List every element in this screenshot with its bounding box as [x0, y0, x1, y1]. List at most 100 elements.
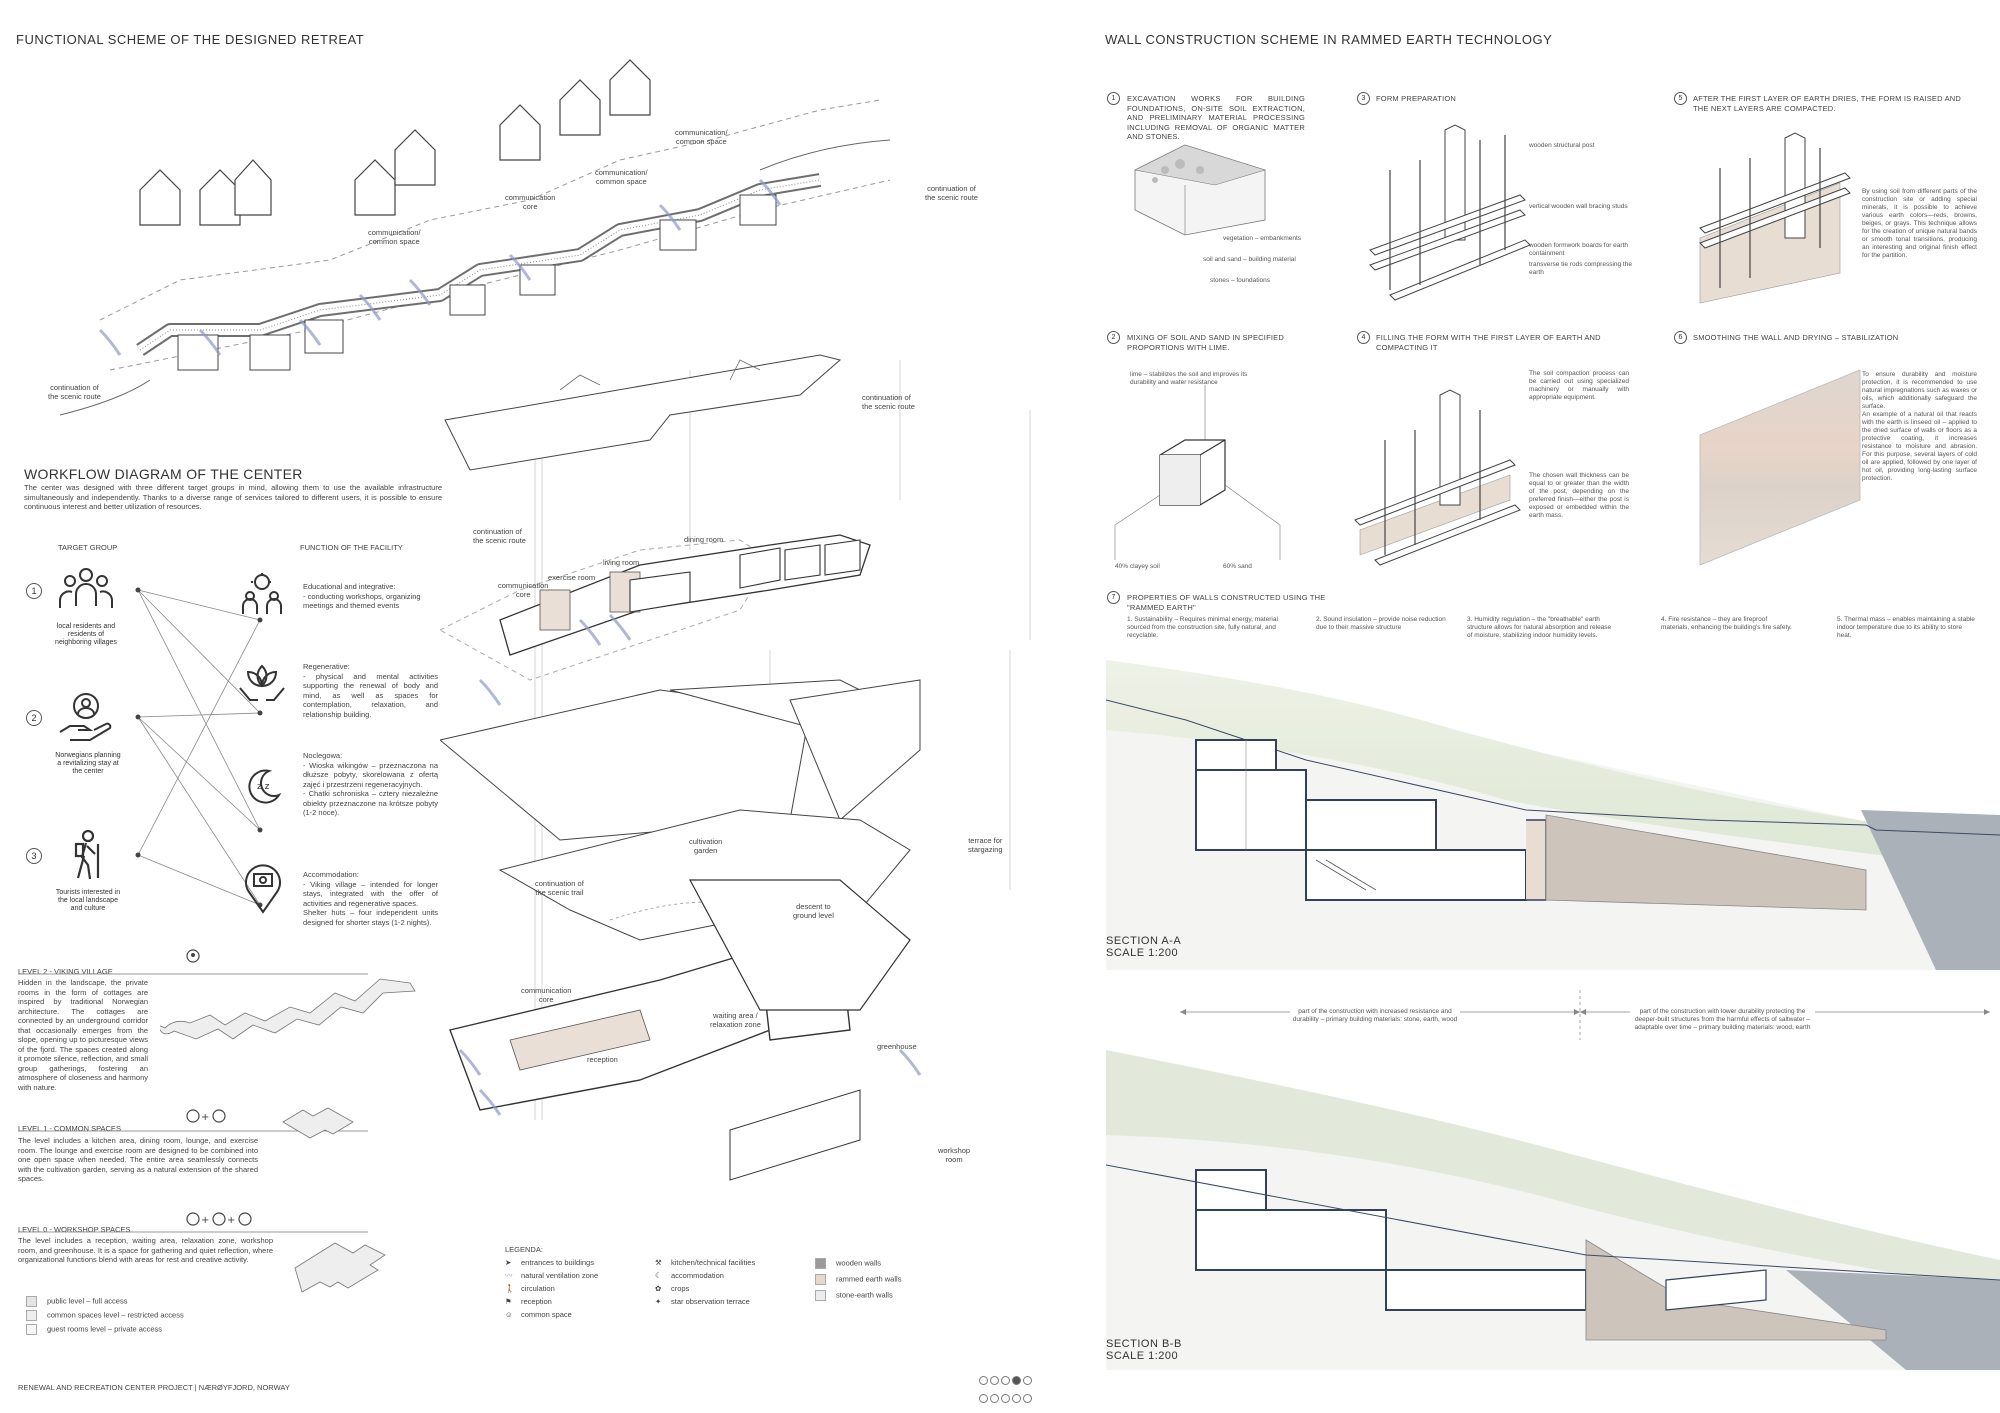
step-4-title: FILLING THE FORM WITH THE FIRST LAYER OF… [1376, 333, 1601, 352]
step-5-number: 5 [1674, 92, 1687, 105]
common-label: common spaces level – restricted access [47, 1310, 184, 1320]
legend-item-rammed: rammed earth walls [815, 1274, 925, 1285]
people-group-icon [59, 568, 113, 608]
group-1-label: local residents and residents of neighbo… [55, 623, 117, 646]
axo-label-comm-core-2: communication core [521, 986, 572, 1004]
step-1-title: EXCAVATION WORKS FOR BUILDING FOUNDATION… [1127, 94, 1305, 141]
label-scenic-route-right: continuation of the scenic route [925, 184, 978, 202]
page-dot[interactable] [990, 1376, 999, 1385]
workflow-connections [135, 587, 263, 908]
step-3-label-boards: wooden formwork boards for earth contain… [1529, 242, 1628, 257]
functional-scheme-drawing [60, 59, 891, 416]
page-dot[interactable] [979, 1394, 988, 1403]
page-dot[interactable] [1001, 1394, 1010, 1403]
guest-label: guest rooms level – private access [47, 1324, 163, 1334]
workshop-people-icon [242, 573, 282, 614]
star-icon: ✦ [655, 1297, 662, 1306]
target-group-header: TARGET GROUP [58, 543, 118, 552]
step-1-label-stones: stones – foundations [1210, 277, 1270, 284]
step-3-title: FORM PREPARATION [1376, 94, 1457, 103]
label-common-space-1: communication/ common space [368, 228, 421, 246]
legend-item-common: ☺common space [505, 1310, 635, 1319]
step-2-label-lime: lime – stabilizes the soil and improves … [1130, 371, 1248, 386]
level-0-line [18, 1231, 368, 1233]
workflow-intro: The center was designed with three diffe… [24, 483, 442, 511]
form-preparation-drawing [1369, 124, 1531, 301]
axo-label-exercise-room: exercise room [548, 573, 596, 582]
access-legend-item-public: public level – full access [26, 1296, 184, 1307]
access-legend-item-guest: guest rooms level – private access [26, 1324, 184, 1335]
guest-swatch [26, 1324, 37, 1335]
page-dot[interactable] [1012, 1394, 1021, 1403]
step-6-number: 6 [1674, 331, 1687, 344]
access-legend: public level – full access common spaces… [26, 1296, 184, 1335]
page-dot[interactable] [990, 1394, 999, 1403]
wall-construction-title: WALL CONSTRUCTION SCHEME IN RAMMED EARTH… [1105, 32, 1553, 47]
page-indicator [978, 1372, 1038, 1408]
group-3-label: Tourists interested in the local landsca… [55, 889, 121, 912]
section-a-scale: SCALE 1:200 [1106, 947, 1179, 959]
walker-icon: 🚶 [505, 1284, 515, 1293]
function-1-text: Educational and integrative: - conductin… [303, 582, 421, 610]
layered-form-drawing [1699, 132, 1851, 304]
wooden-swatch [815, 1258, 826, 1269]
svg-text:+: + [227, 1215, 235, 1226]
property-3: 3. Humidity regulation – the "breathable… [1467, 616, 1612, 639]
legend-item-ventilation: 〰natural ventilation zone [505, 1271, 635, 1280]
finished-wall-drawing [1699, 369, 1861, 566]
level-0-text: The level includes a reception, waiting … [18, 1236, 273, 1264]
level-2-title: LEVEL 2 - VIKING VILLAGE [18, 967, 113, 976]
page-dot[interactable] [1012, 1376, 1021, 1385]
public-swatch [26, 1296, 37, 1307]
step-2-label-sand: 60% sand [1223, 563, 1252, 570]
tools-icon: ⚒ [655, 1258, 662, 1267]
level-0-plan [294, 1242, 386, 1293]
legend-star-label: star observation terrace [671, 1297, 750, 1306]
page-dot[interactable] [979, 1376, 988, 1385]
section-a-label: SECTION A-A [1106, 935, 1182, 947]
step-2-title: MIXING OF SOIL AND SAND IN SPECIFIED PRO… [1127, 333, 1284, 352]
axo-label-scenic-trail: continuation of the scenic trail [535, 879, 584, 897]
level-1-icon: + [186, 1109, 226, 1123]
step-1-label-soil: soil and sand – building material [1203, 256, 1296, 263]
function-header: FUNCTION OF THE FACILITY [300, 543, 403, 552]
function-3-text: Noclegowa: - Wioska wikingów – przeznacz… [303, 751, 438, 817]
label-common-space-2: communication/ common space [595, 168, 648, 186]
level-0-title: LEVEL 0 - WORKSHOP SPACES [18, 1225, 131, 1234]
legend-item-accommodation: ☾ accommodation [655, 1271, 795, 1280]
legend-accommodation-label: accommodation [671, 1271, 724, 1280]
axo-label-workshop: workshop room [938, 1146, 971, 1164]
page-dot[interactable] [1001, 1376, 1010, 1385]
label-communication-core: communication core [505, 193, 556, 211]
moon-icon: ☾ [655, 1271, 662, 1280]
legend-item-entrances: ➤entrances to buildings [505, 1258, 635, 1267]
property-4: 4. Fire resistance – they are fireproof … [1661, 616, 1792, 631]
page-dot[interactable] [1023, 1394, 1032, 1403]
axo-legend-col-3: wooden walls rammed earth walls stone-ea… [815, 1258, 925, 1319]
public-label: public level – full access [47, 1296, 128, 1306]
material-cube-drawing [1114, 385, 1281, 560]
hiker-icon [74, 830, 100, 880]
legend-kitchen-label: kitchen/technical facilities [671, 1258, 756, 1267]
svg-text:+: + [201, 1112, 209, 1123]
legend-common-label: common space [521, 1310, 572, 1319]
axo-label-reception: reception [587, 1055, 618, 1064]
property-2: 2. Sound insulation – provide noise redu… [1316, 616, 1446, 631]
sprout-icon: ✿ [655, 1284, 662, 1293]
arrow-icon: ➤ [505, 1258, 512, 1267]
property-5: 5. Thermal mass – enables maintaining a … [1837, 616, 1975, 639]
legend-crops-label: crops [671, 1284, 690, 1293]
legend-item-star: ✦ star observation terrace [655, 1297, 795, 1306]
functional-scheme-title: FUNCTIONAL SCHEME OF THE DESIGNED RETREA… [16, 32, 365, 47]
page-dot[interactable] [1023, 1376, 1032, 1385]
excavation-drawing [1134, 144, 1267, 236]
legend-stone-label: stone-earth walls [836, 1290, 893, 1300]
level-1-plan [282, 1107, 354, 1139]
svg-text:+: + [201, 1215, 209, 1226]
level-2-text: Hidden in the landscape, the private roo… [18, 978, 148, 1092]
step-4-number: 4 [1357, 331, 1370, 344]
group-number-1: 1 [26, 583, 42, 599]
axo-label-waiting-area: waiting area / relaxation zone [710, 1011, 761, 1029]
section-b-title: SECTION B-B SCALE 1:200 [1106, 1338, 1182, 1362]
level-1-title: LEVEL 1 - COMMON SPACES [18, 1124, 121, 1133]
